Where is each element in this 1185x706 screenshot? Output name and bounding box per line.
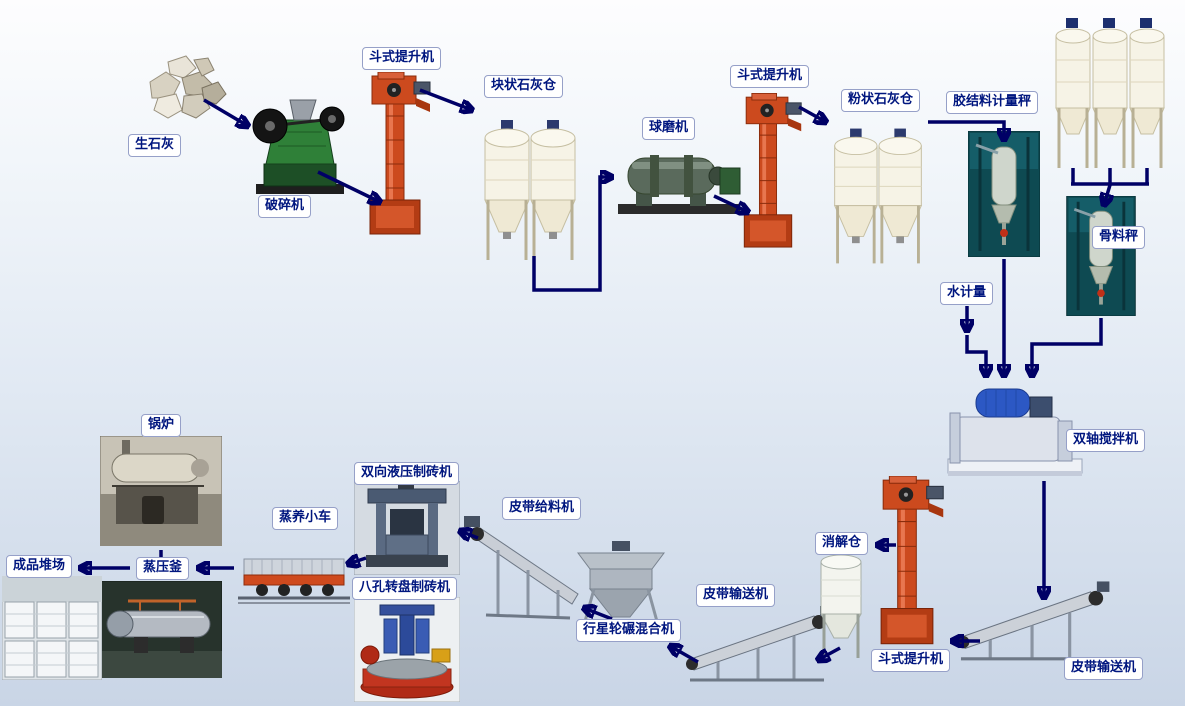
label-belt-conveyor-right: 皮带输送机: [1064, 657, 1144, 680]
planetary-mixer-image: [568, 541, 674, 627]
lump-lime-silos-image: [476, 112, 584, 267]
cone-mixer-icon: [577, 541, 665, 626]
label-lump-lime-silo: 块状石灰仓: [484, 75, 564, 98]
label-binder-metering-scale: 胶结料计量秤: [946, 91, 1039, 114]
rocks-icon: [149, 55, 227, 119]
label-crusher: 破碎机: [258, 195, 312, 218]
label-bucket-elevator-3: 斗式提升机: [871, 649, 951, 672]
label-aggregate-scale: 骨料秤: [1092, 226, 1146, 249]
label-twin-shaft-mixer: 双轴搅拌机: [1066, 429, 1146, 452]
arrow-water-to-mixer: [965, 335, 986, 376]
label-quicklime: 生石灰: [128, 134, 182, 157]
label-finished-product-yard: 成品堆场: [6, 555, 73, 578]
rotary-press-image: [354, 597, 460, 702]
autoclave-image: [100, 581, 222, 678]
bucket-elevator-icon: [369, 72, 431, 235]
belt-conveyor-right-image: [950, 571, 1112, 663]
bucket-elevator-3-image: [864, 476, 950, 652]
label-powder-lime-silo: 粉状石灰仓: [841, 89, 921, 112]
metering-scale-icon: [1066, 196, 1136, 316]
twin-silo-icon: [484, 118, 577, 262]
aggregate-scale-image: [1064, 196, 1138, 316]
label-bucket-elevator-2: 斗式提升机: [730, 65, 810, 88]
label-boiler: 锅炉: [141, 414, 182, 437]
twin-shaft-mixer-image: [946, 381, 1084, 479]
label-water-metering: 水计量: [940, 282, 994, 305]
mixer-icon: [947, 388, 1083, 476]
belt-feeder-image: [464, 514, 584, 620]
quicklime-rocks-image: [138, 48, 234, 130]
binder-scale-image: [968, 131, 1040, 257]
aggregate-silos-image: [1054, 18, 1166, 180]
triple-silo-icon: [1055, 18, 1166, 170]
rotary-brick-machine-icon: [354, 597, 460, 702]
label-slaking-silo: 消解仓: [815, 532, 869, 555]
metering-scale-icon: [968, 131, 1040, 257]
slaking-silo-image: [808, 546, 874, 662]
label-hydraulic-brick-machine: 双向液压制砖机: [354, 462, 460, 485]
ball-mill-image: [614, 138, 744, 218]
hydraulic-press-image: [354, 481, 460, 575]
label-belt-conveyor-mid: 皮带输送机: [696, 584, 776, 607]
inclined-conveyor-icon: [956, 581, 1110, 661]
label-planetary-mixer: 行星轮碾混合机: [576, 619, 682, 642]
brick-stacks-icon: [2, 576, 102, 680]
autoclave-icon: [100, 581, 222, 678]
ball-mill-icon: [618, 155, 741, 214]
twin-silo-icon: [833, 127, 923, 265]
inclined-conveyor-icon: [686, 606, 832, 682]
belt-conveyor-mid-image: [682, 596, 832, 684]
inclined-conveyor-icon: [464, 516, 579, 620]
boiler-icon: [100, 436, 222, 546]
bucket-elevator-2-image: [731, 93, 805, 255]
label-rotary-brick-machine: 八孔转盘制砖机: [352, 577, 458, 600]
label-belt-feeder: 皮带给料机: [502, 497, 582, 520]
jaw-crusher-icon: [252, 99, 345, 194]
boiler-image: [100, 436, 222, 546]
steam-cart-image: [238, 543, 350, 607]
curing-cart-icon: [238, 558, 350, 604]
bucket-elevator-icon: [743, 93, 802, 248]
crusher-image: [250, 86, 350, 198]
label-ball-mill: 球磨机: [642, 117, 696, 140]
label-steam-curing-cart: 蒸养小车: [272, 507, 339, 530]
arrow-aggregate-scale-to-mixer: [1032, 318, 1103, 376]
product-yard-image: [2, 576, 102, 680]
bucket-elevator-1-image: [356, 72, 434, 242]
brick-press-icon: [354, 481, 460, 575]
label-autoclave: 蒸压釜: [136, 557, 190, 580]
silo-icon: [820, 546, 862, 658]
bucket-elevator-icon: [880, 476, 944, 645]
label-bucket-elevator-1: 斗式提升机: [362, 47, 442, 70]
powder-lime-silos-image: [826, 118, 930, 273]
